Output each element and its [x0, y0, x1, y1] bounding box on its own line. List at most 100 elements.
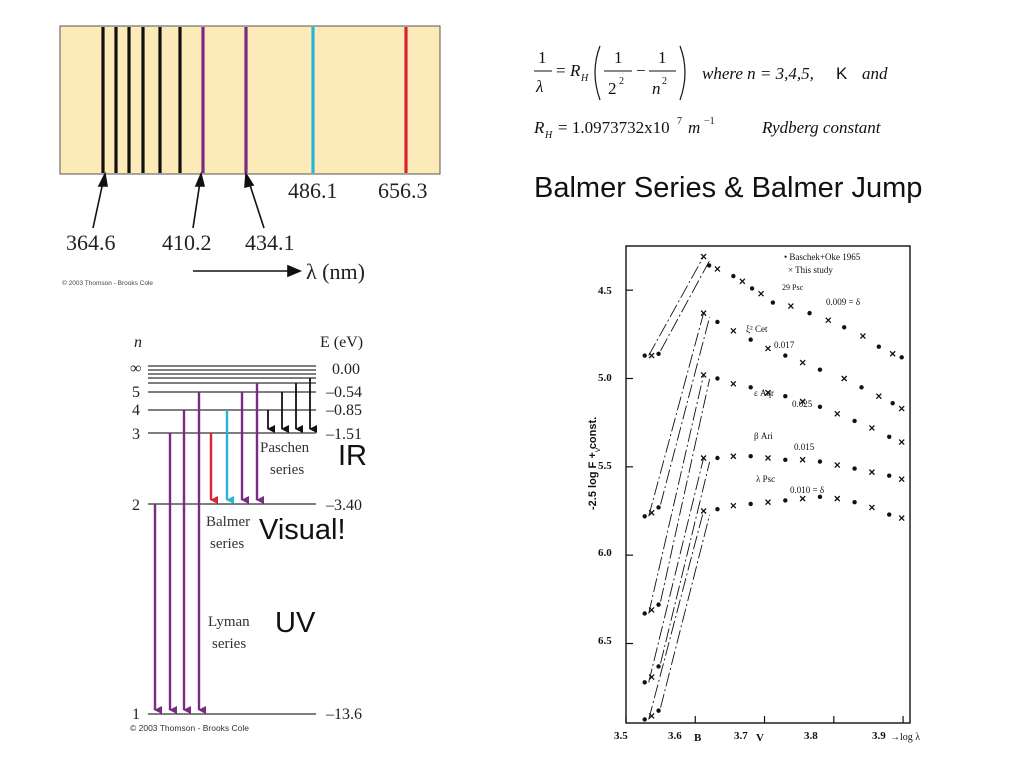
jump-line-b-2: [660, 378, 711, 602]
point-1-2: [656, 505, 661, 510]
e-label-4: –0.85: [325, 402, 362, 419]
paschen-label-1: Paschen: [260, 440, 310, 456]
xtick-3-7: 3.7: [734, 730, 748, 742]
point-3-7: [765, 455, 771, 461]
point-1-5: [730, 327, 737, 334]
ytick-5-0: 5.0: [598, 372, 612, 384]
point-4-3: [700, 508, 707, 514]
point-0-1: [648, 352, 655, 359]
point-3-6: [748, 454, 753, 459]
point-4-10: [817, 494, 823, 500]
point-0-2: [656, 351, 661, 356]
n-label-1: 1: [132, 706, 140, 723]
e-label-1: –13.6: [325, 706, 362, 723]
point-3-15: [898, 476, 905, 483]
formula-equals: =: [556, 61, 566, 80]
point-4-13: [868, 504, 875, 511]
point-0-16: [876, 344, 882, 349]
point-3-14: [887, 473, 892, 478]
n-label-4: 4: [132, 402, 140, 419]
point-1-7: [765, 345, 771, 352]
label-410-2: 410.2: [162, 230, 212, 255]
balmer-jump-plot: -2.5 log F + const. ν • Baschek+Oke 1965…: [587, 245, 920, 744]
delta-xi2cet: 0.017: [774, 340, 795, 350]
ytick-4-5: 4.5: [598, 285, 612, 297]
point-3-0: [642, 680, 647, 685]
point-4-11: [834, 495, 841, 502]
point-2-7: [765, 389, 771, 396]
point-0-0: [642, 353, 647, 358]
n-header: n: [134, 334, 142, 351]
plot-xlabel: →log λ: [890, 732, 920, 743]
point-1-11: [841, 375, 848, 382]
xtick-3-5: 3.5: [614, 730, 628, 742]
point-4-4: [715, 507, 720, 512]
energy-header: E (eV): [320, 334, 363, 351]
delta-lambda-psc: 0.010 = δ: [790, 485, 824, 495]
point-1-1: [648, 509, 655, 516]
arrowhead-410-2: [194, 171, 206, 187]
point-4-8: [783, 498, 788, 503]
delta-beta-ari: 0.015: [794, 442, 815, 452]
star-lambda-psc: λ Psc: [756, 474, 775, 484]
formula-one-a: 1: [614, 48, 623, 67]
point-2-13: [868, 425, 875, 431]
jump-line-1: [648, 313, 705, 517]
balmer-label-1: Balmer: [206, 514, 250, 530]
formula-one-numerator: 1: [538, 48, 547, 67]
rydberg-formula: 1 λ = R H 1 2 2 − 1 n 2 where n = 3,4,5,…: [533, 45, 888, 141]
e-label-3: –1.51: [325, 426, 362, 443]
ytick-6-0: 6.0: [598, 547, 612, 559]
ir-callout: IR: [338, 440, 367, 472]
point-1-13: [875, 393, 882, 400]
point-0-14: [841, 325, 847, 330]
rh-subscript: H: [544, 130, 553, 141]
point-2-14: [887, 434, 892, 439]
e-label-5: –0.54: [325, 384, 362, 401]
formula-two-exp: 2: [619, 76, 624, 87]
point-0-12: [807, 310, 812, 316]
jump-line-b-0: [660, 260, 710, 351]
xtick-3-8: 3.8: [804, 730, 818, 742]
point-3-12: [852, 466, 857, 471]
point-2-6: [748, 385, 753, 390]
xtick-3-6: 3.6: [668, 730, 682, 742]
energy-level-diagram: n E (eV) ∞ 5 4 3 2 1 0.00 –0.54 –0.85 –1…: [130, 334, 363, 733]
delta-29psc: 0.009 = δ: [826, 297, 860, 307]
point-3-2: [656, 664, 661, 669]
point-2-0: [642, 611, 647, 616]
arrowhead-434-1: [244, 171, 255, 189]
point-0-4: [706, 263, 712, 268]
point-3-8: [783, 457, 788, 462]
point-3-10: [817, 459, 823, 464]
point-2-10: [817, 404, 823, 409]
point-2-12: [852, 418, 857, 424]
right-paren: [679, 45, 686, 101]
formula-two: 2: [608, 79, 617, 98]
point-2-11: [834, 410, 841, 417]
point-2-2: [656, 602, 661, 607]
point-4-7: [765, 499, 771, 506]
point-4-0: [642, 717, 647, 722]
formula-lambda: λ: [535, 77, 543, 96]
point-2-3: [700, 372, 707, 378]
jump-line-b-3: [660, 461, 711, 664]
formula-minus: −: [636, 61, 646, 80]
formula-and: and: [862, 64, 888, 83]
jump-line-2: [648, 374, 705, 614]
formula-n: n: [652, 79, 661, 98]
n-label-2: 2: [132, 497, 140, 514]
formula-RH: R: [569, 61, 581, 80]
arrow-410-2: [192, 181, 201, 229]
formula-one-b: 1: [658, 48, 667, 67]
xtick-3-9: 3.9: [872, 730, 886, 742]
delta-eps-aqr: 0.025: [792, 399, 813, 409]
n-label-5: 5: [132, 384, 140, 401]
point-1-3: [700, 310, 707, 317]
point-4-2: [656, 708, 661, 713]
point-2-1: [648, 606, 655, 613]
arrowhead-lambda-axis: [287, 264, 303, 278]
jump-line-b-1: [660, 317, 711, 505]
point-3-9: [799, 456, 806, 463]
plot-ylabel-sub: ν: [593, 448, 602, 452]
